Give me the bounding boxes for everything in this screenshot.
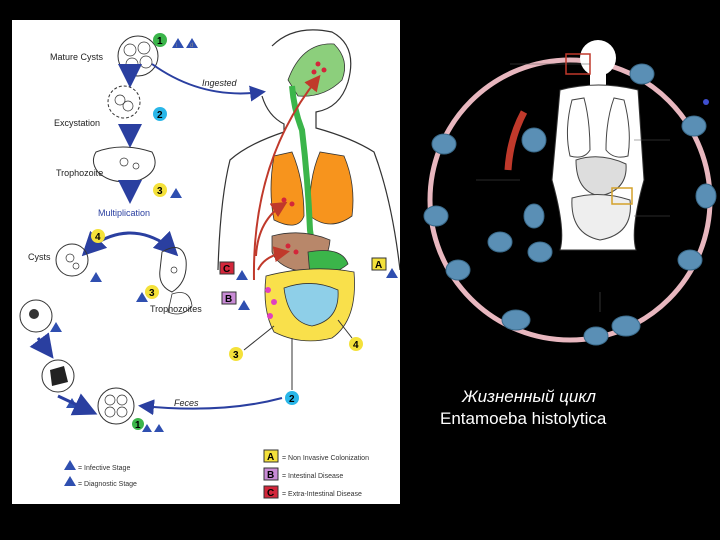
diagnostic-triangle-icon [386, 268, 398, 278]
infective-triangle-icon [142, 424, 152, 432]
right-lung [309, 151, 354, 225]
annotation-lines [476, 63, 670, 312]
left-lung [270, 151, 305, 226]
cyst-cell-left [55, 243, 89, 277]
caption-block: Жизненный цикл Entamoeba histolytica [440, 386, 700, 430]
letter-b: B [225, 294, 232, 305]
badge-step-4-bottom [349, 337, 363, 351]
badge-step-1-top [153, 33, 167, 47]
box-a [371, 257, 387, 271]
step-1-bottom-number: 1 [135, 420, 141, 431]
legend-infective-text: = Infective Stage [78, 465, 130, 472]
circular-lifecycle-diagram [400, 20, 720, 380]
label-trophozoite: Trophozoite [56, 168, 103, 178]
small-intestine [283, 283, 339, 327]
infective-triangle-icon [64, 460, 76, 470]
label-cysts: Cysts [28, 252, 51, 262]
infective-triangle-icon [172, 38, 184, 48]
diagnostic-triangle-icon [170, 188, 182, 198]
cdc-lifecycle-diagram: Mature Cysts 1 i d Ingested 2 Excystatio… [12, 20, 400, 504]
letter-a: A [375, 260, 382, 271]
caption-line-1: Жизненный цикл [462, 387, 596, 406]
mature-cyst-cluster-top [117, 35, 159, 77]
arrow-to-lung [255, 201, 288, 257]
badge-step-2-bottom [285, 391, 299, 405]
badge-step-3-bottom [229, 347, 243, 361]
step-3-mid-number: 3 [149, 288, 155, 299]
diagnostic-triangle-icon [64, 476, 76, 486]
circular-svg [423, 40, 717, 346]
step-3-bottom-number: 3 [233, 350, 239, 361]
diagnostic-triangle-icon [154, 424, 164, 432]
lifecycle-svg: Mature Cysts 1 i d Ingested 2 Excystatio… [19, 29, 400, 499]
label-multiplication: Multiplication [98, 208, 150, 218]
box-b [221, 291, 237, 305]
badge-step-1-bottom [132, 418, 144, 430]
arrow-feces [138, 397, 283, 416]
letter-c: C [223, 264, 230, 275]
cyst-cell-1 [19, 299, 53, 333]
diagnostic-triangle-icon [186, 38, 198, 48]
step-2-bottom-number: 2 [289, 394, 295, 405]
legend-a-text: = Non Invasive Colonization [282, 455, 369, 462]
diagnostic-triangle-icon [90, 272, 102, 282]
badge-step-2 [153, 107, 167, 121]
step-4-bottom-number: 4 [353, 340, 359, 351]
step-4-top-number: 4 [95, 232, 101, 243]
step-1-top-number: 1 [157, 36, 163, 47]
badge-step-3-top [153, 183, 167, 197]
body-silhouette [551, 40, 645, 251]
label-mature-cysts: Mature Cysts [50, 52, 104, 62]
legend-c-text: = Extra-Intestinal Disease [282, 491, 362, 498]
diagnostic-triangle-icon [236, 270, 248, 280]
parasite-blobs [423, 63, 717, 346]
arrow-ingested [151, 63, 266, 102]
label-trophozoites: Trophozoites [150, 304, 202, 314]
human-body-outline [217, 29, 400, 342]
svg-text:C: C [267, 488, 274, 499]
step-3-top-number: 3 [157, 186, 163, 197]
badge-step-4-top [91, 229, 105, 243]
cyst-cell-2 [41, 359, 75, 393]
legend-diagnostic-text: = Diagnostic Stage [78, 481, 137, 488]
svg-text:B: B [267, 470, 274, 481]
arrow-to-liver [257, 246, 290, 271]
mature-cyst-cluster-bottom [97, 387, 135, 425]
arrow-to-brain [252, 74, 321, 281]
box-c [219, 261, 235, 275]
excystation-cyst [107, 85, 141, 119]
badge-step-3-mid [145, 285, 159, 299]
legend-left: = Infective Stage = Diagnostic Stage [64, 460, 137, 488]
caption-line-2: Entamoeba histolytica [440, 409, 607, 428]
diagnostic-triangle-icon [238, 300, 250, 310]
svg-text:i: i [176, 43, 177, 49]
label-excystation: Excystation [54, 118, 100, 128]
trophozoites-cells [159, 247, 193, 315]
svg-text:d: d [190, 43, 193, 49]
legend-b-text: = Intestinal Disease [282, 473, 343, 480]
brain-organ [287, 43, 346, 97]
label-ingested: Ingested [202, 78, 238, 88]
label-feces: Feces [174, 398, 199, 408]
diagnostic-triangle-icon [136, 292, 148, 302]
legend-right: A = Non Invasive Colonization B = Intest… [263, 449, 369, 499]
svg-text:A: A [267, 452, 274, 463]
diagnostic-triangle-icon [50, 322, 62, 332]
step-2-number: 2 [157, 110, 163, 121]
cycle-red-segment [504, 110, 528, 171]
